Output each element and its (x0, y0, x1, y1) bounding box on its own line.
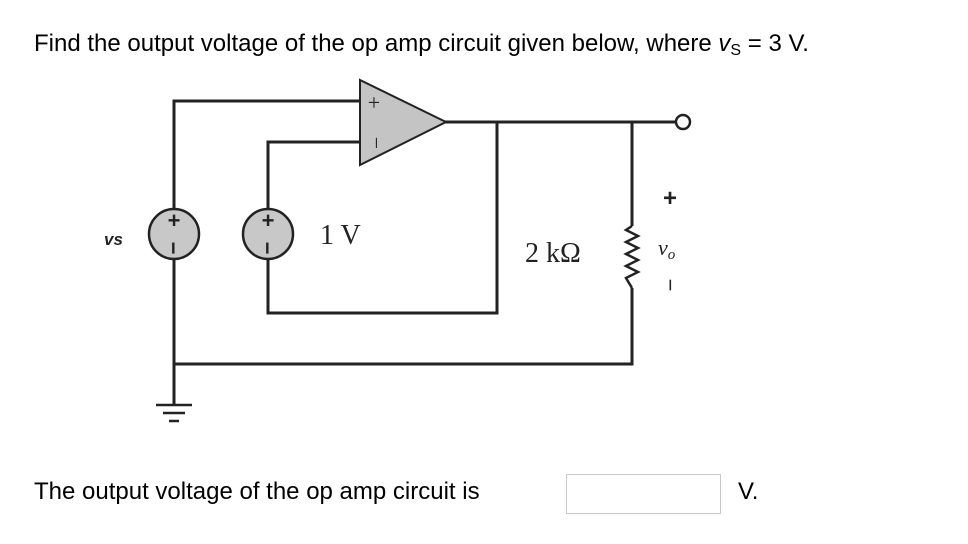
question-suffix: = 3 V. (741, 30, 809, 57)
output-plus-label: + (663, 185, 677, 212)
vs-source-minus: − (161, 242, 186, 255)
op-amp-symbol (359, 78, 449, 167)
wire-bottom-rail (174, 288, 634, 366)
output-voltage-label: vo (658, 235, 676, 263)
wire-vs-to-noninverting (172, 99, 360, 210)
output-voltage-sub: o (668, 247, 676, 263)
voltage-source-1v (241, 207, 295, 261)
answer-prompt: The output voltage of the op amp circuit… (34, 478, 480, 505)
1v-source-value-label: 1 V (320, 220, 361, 251)
output-voltage-var: v (658, 235, 668, 260)
circuit-wires (172, 99, 676, 405)
answer-unit: V. (738, 478, 759, 505)
resistor-value-label: 2 kΩ (525, 238, 581, 269)
wire-1v-bottom (266, 122, 499, 315)
op-amp-plus-label: + (368, 90, 380, 115)
question-prefix: Find the output voltage of the op amp ci… (34, 30, 719, 57)
wire-1v-to-inverting (266, 140, 360, 210)
question-variable: v (718, 30, 731, 57)
vs-label: vs (104, 230, 123, 249)
ground-symbol (156, 403, 192, 423)
resistor-2k (623, 224, 641, 289)
1v-source-plus: + (262, 208, 275, 233)
output-terminal (674, 113, 692, 131)
output-minus-label: − (658, 279, 683, 292)
voltage-source-vs (147, 207, 201, 261)
vs-source-plus: + (168, 208, 181, 233)
question-text: Find the output voltage of the op amp ci… (34, 30, 809, 60)
question-variable-subscript: S (730, 42, 742, 59)
answer-input[interactable] (566, 474, 721, 514)
op-amp-minus-label: − (364, 137, 389, 149)
1v-source-minus: − (255, 242, 280, 255)
